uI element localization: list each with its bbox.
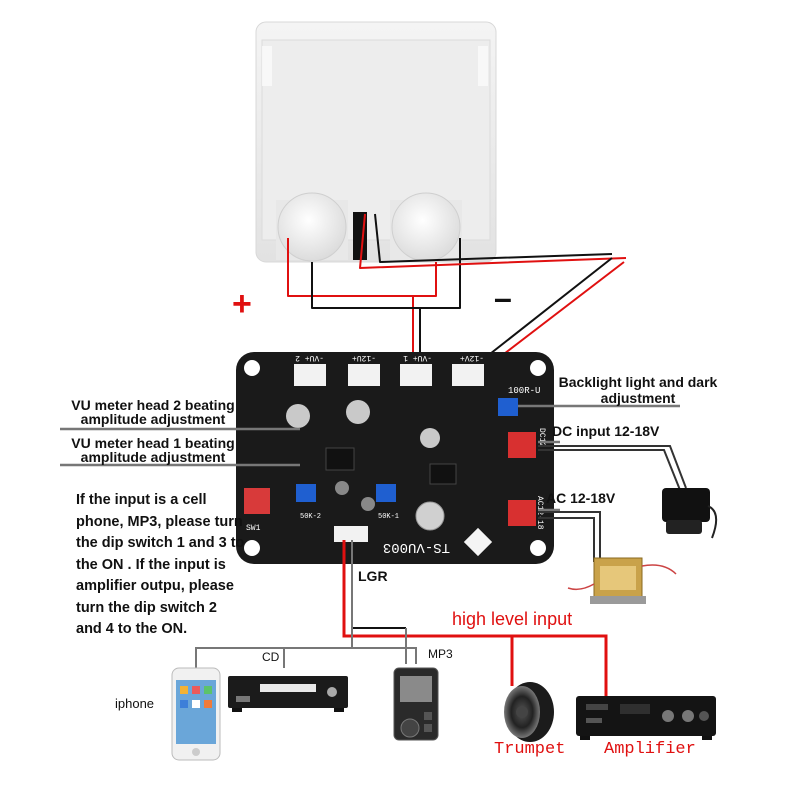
mp3-label: MP3 bbox=[428, 647, 453, 661]
dc-terminal bbox=[508, 432, 536, 458]
ac-transformer bbox=[538, 511, 677, 604]
high-level-input-label: high level input bbox=[452, 609, 573, 629]
lgr-label: LGR bbox=[358, 568, 388, 584]
cd-player bbox=[228, 676, 348, 712]
ac-terminal bbox=[508, 500, 536, 526]
connector-vu1 bbox=[400, 364, 432, 386]
pot-backlight bbox=[498, 398, 518, 416]
signal-wires bbox=[195, 540, 608, 698]
dip-switch-note: If the input is a cell phone, MP3, pleas… bbox=[76, 492, 245, 637]
cd-label: CD bbox=[262, 650, 280, 664]
connector-12v-b bbox=[452, 364, 484, 386]
dip-switch bbox=[244, 488, 270, 514]
ac-input-label: AC 12-18V bbox=[546, 490, 616, 506]
dc-input-label: DC input 12-18V bbox=[552, 423, 660, 439]
lgr-connector bbox=[334, 526, 368, 542]
pot-vu2 bbox=[296, 484, 316, 502]
connector-12v-a bbox=[348, 364, 380, 386]
label-leaders bbox=[60, 404, 680, 512]
silk-pot: 100R-U bbox=[508, 386, 540, 396]
meter-knob-left bbox=[276, 192, 348, 262]
minus-sign: – bbox=[494, 280, 512, 316]
speaker-device bbox=[504, 682, 554, 742]
amplifier-device bbox=[576, 696, 716, 740]
silk-dc: DC12 bbox=[537, 428, 546, 447]
silk-12v-b: -12V+ bbox=[460, 353, 484, 362]
board-model-label: TS-VU003 bbox=[383, 539, 450, 555]
silk-switch: SW1 bbox=[246, 524, 261, 533]
amplifier-label: Amplifier bbox=[604, 740, 696, 759]
silk-vu1: -VU+ 1 bbox=[403, 353, 432, 362]
vu1-label: VU meter head 1 beating amplitude adjust… bbox=[71, 435, 235, 465]
trumpet-label: Trumpet bbox=[494, 740, 566, 759]
silk-12v-a: -12U+ bbox=[352, 353, 376, 362]
silk-pot2: 50K-2 bbox=[300, 513, 321, 521]
backlight-label: Backlight light and dark adjustment bbox=[558, 374, 718, 406]
mp3-player bbox=[393, 667, 439, 741]
pcb-board: TS-VU003 -VU+ 2 -12U+ -VU+ 1 -12V+ 100R-… bbox=[236, 352, 554, 564]
iphone-label: iphone bbox=[115, 696, 155, 711]
iphone-device bbox=[171, 667, 221, 761]
vu-meter-housing bbox=[255, 21, 497, 263]
dc-adapter bbox=[538, 445, 718, 539]
pot-vu1 bbox=[376, 484, 396, 502]
vu2-label: VU meter head 2 beating amplitude adjust… bbox=[71, 397, 235, 427]
meter-knob-right bbox=[390, 192, 462, 262]
silk-vu2: -VU+ 2 bbox=[295, 353, 324, 362]
plus-sign: + bbox=[232, 285, 252, 323]
connector-vu2 bbox=[294, 364, 326, 386]
silk-pot1: 50K-1 bbox=[378, 513, 399, 521]
